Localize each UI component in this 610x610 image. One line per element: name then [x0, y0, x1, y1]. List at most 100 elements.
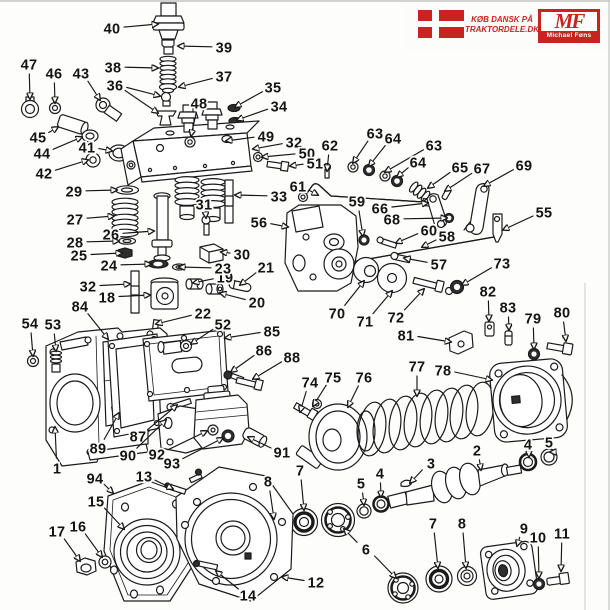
svg-text:44: 44	[34, 147, 51, 163]
svg-text:31: 31	[196, 198, 213, 214]
svg-text:53: 53	[45, 318, 62, 334]
callout-66: 66	[370, 202, 428, 219]
svg-text:8: 8	[458, 517, 466, 533]
governor-spring-assembly	[293, 358, 573, 471]
svg-text:11: 11	[554, 527, 570, 543]
svg-text:41: 41	[79, 141, 96, 157]
callout-62: 62	[320, 137, 340, 172]
callout-81: 81	[396, 327, 451, 346]
svg-text:8: 8	[264, 475, 272, 491]
svg-text:18: 18	[99, 291, 116, 307]
svg-text:48: 48	[191, 97, 208, 113]
callout-34: 34	[237, 98, 289, 121]
svg-text:57: 57	[431, 258, 448, 274]
svg-text:25: 25	[71, 249, 88, 265]
callout-19: 19	[193, 269, 235, 288]
callout-18: 18	[97, 289, 150, 308]
svg-text:27: 27	[67, 213, 84, 229]
svg-text:40: 40	[104, 22, 121, 38]
callout-70: 70	[327, 281, 364, 324]
callout-63: 63	[385, 137, 444, 173]
svg-text:23: 23	[215, 262, 232, 278]
svg-text:16: 16	[70, 520, 87, 536]
svg-text:60: 60	[421, 224, 438, 240]
svg-text:19: 19	[217, 271, 234, 287]
callout-8: 8	[456, 515, 466, 569]
callout-12: 12	[282, 574, 326, 593]
callout-60: 60	[396, 222, 439, 244]
svg-text:2: 2	[473, 444, 481, 460]
svg-text:32: 32	[286, 136, 303, 152]
svg-text:88: 88	[284, 351, 301, 367]
callout-78: 78	[433, 362, 492, 381]
svg-text:87: 87	[130, 430, 147, 446]
callout-28: 28	[65, 234, 119, 253]
governor-housing-assembly	[284, 204, 503, 292]
svg-text:85: 85	[264, 325, 281, 341]
callout-85: 85	[225, 323, 282, 342]
svg-text:64: 64	[385, 132, 402, 148]
svg-text:55: 55	[536, 206, 553, 222]
callout-92: 92	[147, 431, 207, 465]
svg-text:89: 89	[90, 442, 107, 458]
left-union-fittings	[20, 96, 130, 168]
svg-text:93: 93	[164, 457, 181, 473]
callout-43: 43	[71, 65, 100, 101]
callout-58: 58	[422, 228, 457, 248]
callout-83: 83	[498, 299, 518, 331]
svg-text:77: 77	[409, 360, 426, 376]
svg-text:7: 7	[429, 517, 437, 533]
callout-25: 25	[69, 247, 122, 266]
callout-35: 35	[235, 79, 283, 108]
callout-88: 88	[253, 349, 302, 380]
callout-55: 55	[503, 204, 554, 231]
svg-text:86: 86	[256, 344, 273, 360]
callout-52: 52	[191, 316, 233, 345]
callout-10: 10	[528, 529, 548, 579]
svg-text:54: 54	[22, 317, 39, 333]
logo-tagline: KØB DANSK PÅ TRAKTORDELE.DK	[463, 15, 541, 35]
callout-93: 93	[162, 438, 223, 474]
svg-text:58: 58	[439, 230, 456, 246]
callout-37: 37	[179, 68, 234, 88]
svg-text:47: 47	[21, 58, 38, 74]
callout-5: 5	[543, 434, 553, 453]
callout-29: 29	[64, 183, 117, 202]
scan-streak	[584, 283, 586, 610]
svg-text:1: 1	[53, 462, 61, 478]
svg-text:21: 21	[258, 261, 275, 277]
svg-text:36: 36	[107, 79, 124, 95]
end-plate-assembly	[479, 540, 570, 600]
callout-16: 16	[68, 518, 102, 558]
svg-text:74: 74	[302, 376, 319, 392]
callout-50: 50	[262, 145, 317, 164]
callout-46: 46	[44, 65, 64, 104]
danish-flag-icon	[418, 10, 464, 38]
svg-text:20: 20	[249, 296, 266, 312]
svg-text:81: 81	[398, 329, 415, 345]
svg-text:9: 9	[520, 522, 528, 538]
svg-text:51: 51	[307, 157, 324, 173]
callout-89: 89	[88, 413, 119, 459]
callout-15: 15	[86, 493, 124, 530]
mf-initials: MF	[554, 9, 586, 33]
stud-and-guide-parts	[199, 179, 234, 264]
svg-text:43: 43	[73, 67, 90, 83]
callout-65: 65	[428, 159, 470, 189]
hydraulic-head-assembly	[120, 101, 290, 223]
svg-text:71: 71	[357, 315, 374, 331]
svg-text:5: 5	[545, 436, 553, 452]
svg-text:69: 69	[516, 159, 533, 175]
svg-text:78: 78	[435, 364, 452, 380]
svg-text:63: 63	[426, 139, 443, 155]
svg-text:30: 30	[234, 248, 251, 264]
callout-77: 77	[407, 358, 427, 397]
shutoff-lever-parts	[448, 321, 574, 361]
callout-61: 61	[288, 178, 318, 197]
svg-text:10: 10	[530, 531, 547, 547]
svg-text:94: 94	[87, 472, 104, 488]
svg-text:50: 50	[299, 147, 316, 163]
svg-text:38: 38	[105, 61, 122, 77]
svg-text:65: 65	[452, 161, 469, 177]
